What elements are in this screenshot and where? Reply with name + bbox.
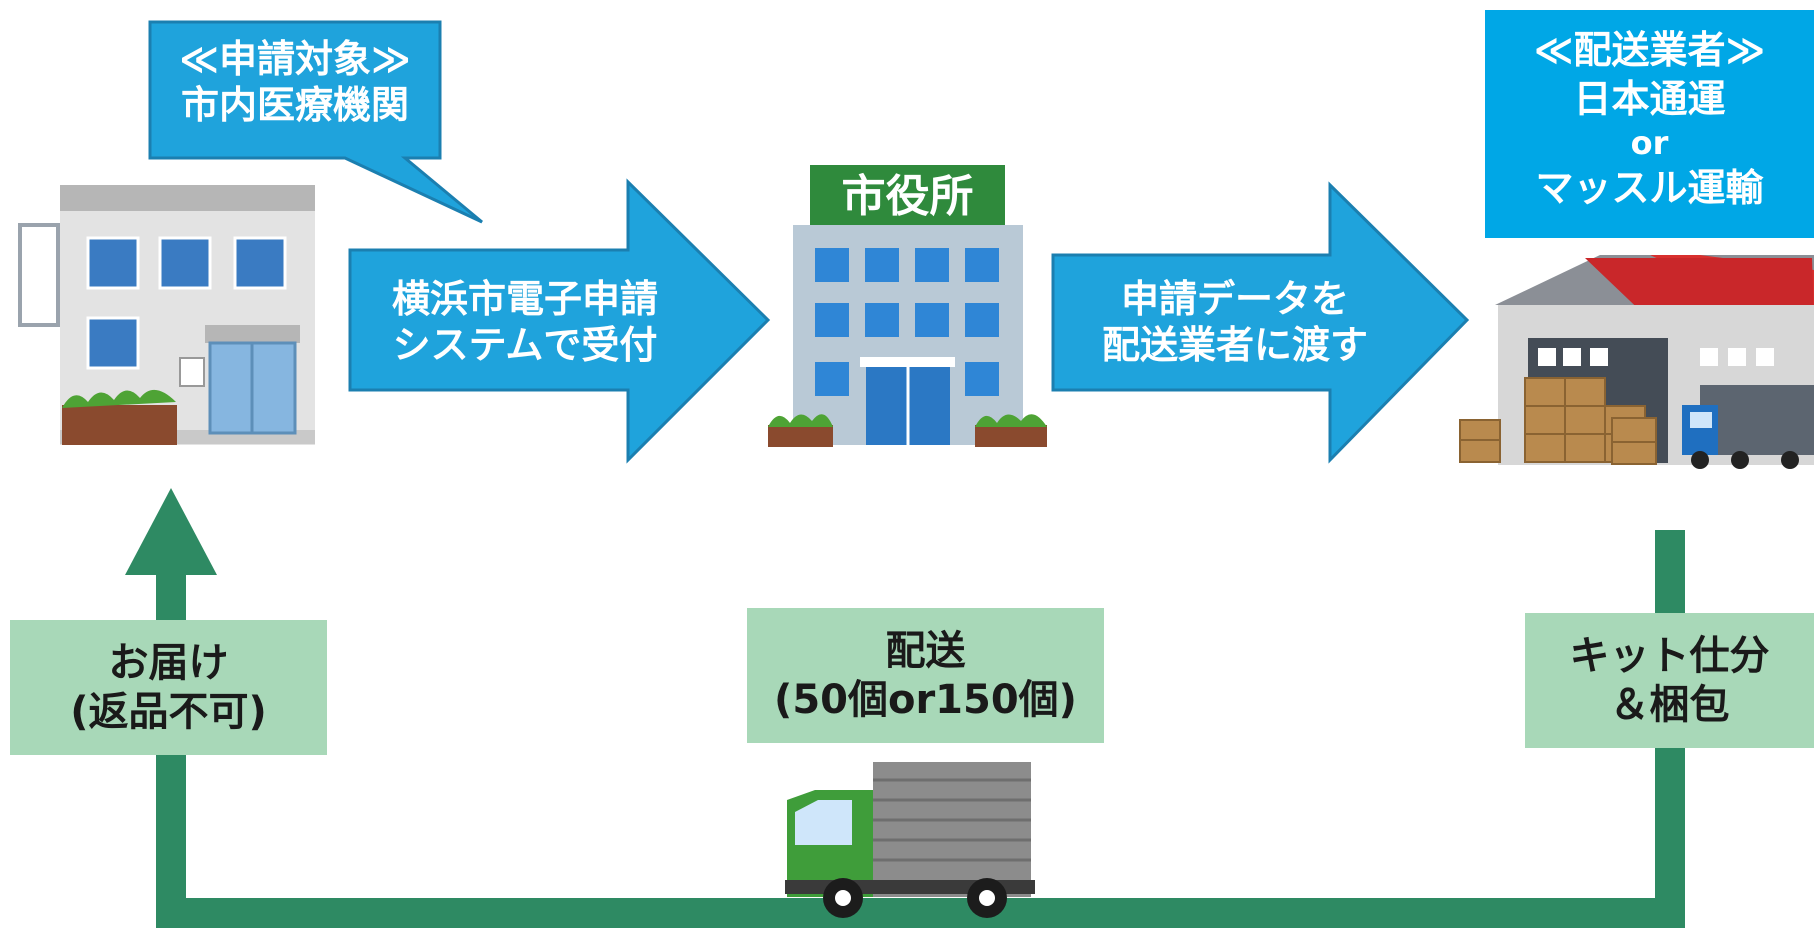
receive-arrow-label: 横浜市電子申請 システムで受付	[355, 276, 695, 369]
carrier-text: ≪配送業者≫ 日本通運 or マッスル運輸	[1485, 26, 1814, 213]
callout-title: ≪申請対象≫	[179, 37, 411, 81]
clinic-building-icon	[18, 185, 315, 445]
transfer-line-2: 配送業者に渡す	[1101, 323, 1368, 368]
receive-line-1: 横浜市電子申請	[391, 277, 658, 321]
callout-bubble	[148, 20, 483, 224]
packing-line-2: ＆梱包	[1609, 681, 1730, 728]
delivery-truck-icon	[785, 762, 1035, 918]
delivery-line-2: (返品不可)	[70, 688, 267, 735]
carrier-line-3: マッスル運輸	[1535, 166, 1764, 211]
transfer-arrow-label: 申請データを 配送業者に渡す	[1070, 276, 1400, 369]
carrier-line-1: 日本通運	[1573, 76, 1726, 121]
delivery-label: お届け (返品不可)	[10, 620, 327, 755]
packing-label: キット仕分 ＆梱包	[1525, 613, 1814, 748]
shipping-line-2: (50個or150個)	[774, 676, 1077, 723]
packing-line-1: キット仕分	[1569, 632, 1770, 679]
delivery-line-1: お届け	[108, 639, 229, 686]
city-hall-icon	[768, 165, 1047, 447]
shipping-label: 配送 (50個or150個)	[747, 608, 1104, 743]
receive-arrow-shape	[348, 178, 771, 464]
shipping-line-1: 配送	[885, 627, 966, 674]
transfer-line-1: 申請データを	[1120, 277, 1349, 321]
callout-name: 市内医療機関	[180, 83, 409, 128]
callout-text: ≪申請対象≫ 市内医療機関	[150, 36, 440, 129]
receive-line-2: システムで受付	[392, 323, 658, 368]
carrier-title: ≪配送業者≫	[1533, 28, 1766, 72]
carrier-line-2: or	[1630, 124, 1669, 163]
warehouse-icon	[1459, 255, 1814, 469]
carrier-box	[1485, 10, 1814, 238]
city-hall-sign: 市役所	[841, 171, 974, 222]
transfer-arrow-shape	[1051, 181, 1470, 464]
